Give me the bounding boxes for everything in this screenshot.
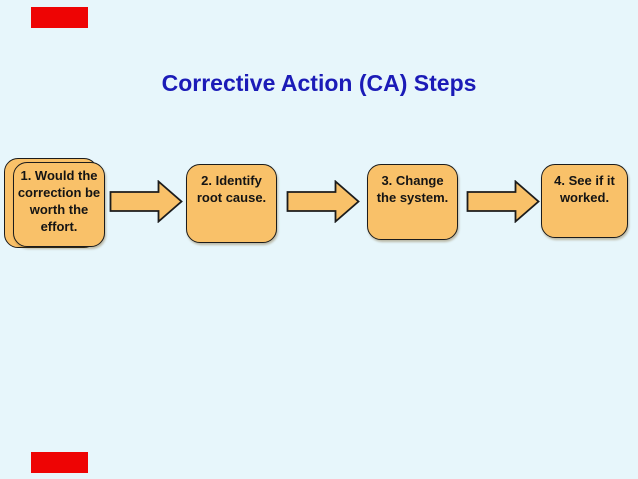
flow-arrow-right-icon-1 — [109, 179, 183, 223]
step-1-line-2: correction be — [17, 185, 101, 200]
step-2-line-2: root cause. — [196, 190, 267, 205]
step-2-line-1: 2. Identify — [201, 173, 262, 188]
step-3-line-1: 3. Change — [381, 173, 444, 188]
step-4-line-1: 4. See if it — [554, 173, 615, 188]
red-accent-bar-top — [31, 7, 88, 28]
step-box-2: 2. Identify root cause. — [186, 164, 277, 243]
step-box-4: 4. See if it worked. — [541, 164, 628, 238]
step-1-line-3: worth the — [29, 202, 89, 217]
step-1-line-1: 1. Would the — [20, 168, 98, 183]
step-3-line-2: the system. — [376, 190, 449, 205]
step-box-3: 3. Change the system. — [367, 164, 458, 240]
flow-arrow-right-icon-2 — [286, 179, 360, 223]
step-1-line-4: effort. — [40, 219, 78, 234]
red-accent-bar-bottom — [31, 452, 88, 473]
flow-arrow-right-icon-3 — [466, 179, 540, 223]
step-box-1: 1. Would the correction be worth the eff… — [13, 162, 105, 247]
step-4-line-2: worked. — [559, 190, 610, 205]
slide-title: Corrective Action (CA) Steps — [161, 70, 477, 96]
